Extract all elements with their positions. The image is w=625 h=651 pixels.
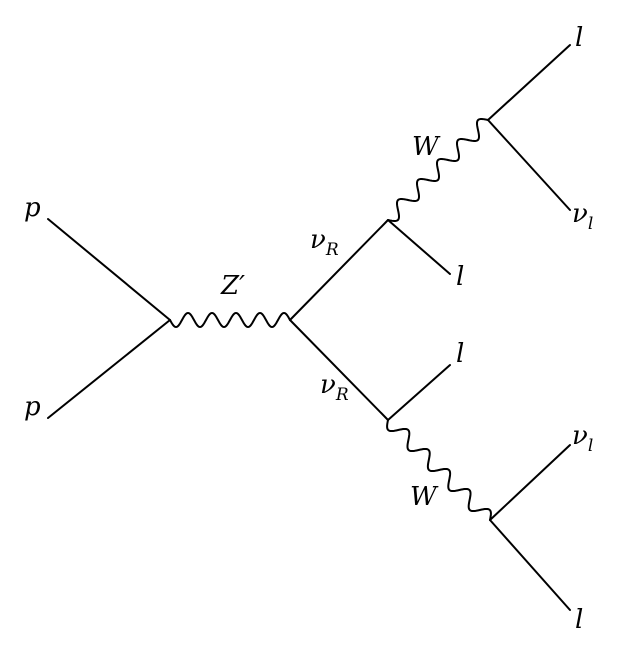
nu-r-lower-symbol: ν (320, 370, 336, 400)
zprime-propagator (169, 312, 291, 328)
nu-r-upper-label: νR (310, 225, 339, 260)
neutrino-upper-right-label: νl (572, 199, 593, 234)
neutrino-upper-right-symbol: ν (572, 199, 588, 229)
incoming-proton-bottom-line (47, 319, 171, 419)
w-upper-propagator (387, 117, 489, 223)
neutrino-lower-right-line (489, 444, 571, 521)
neutrino-upper-right-subscript: l (588, 214, 593, 234)
lepton-bottom-right-line (489, 519, 571, 611)
lepton-lower-middle-label: l (456, 339, 464, 369)
w-lower-propagator (386, 419, 492, 521)
proton-top-label: p (24, 193, 41, 223)
lepton-top-right-line (487, 44, 571, 121)
nu-r-lower-label: νR (320, 370, 349, 405)
nu-r-lower-line (289, 319, 389, 421)
lepton-bottom-right-label: l (575, 605, 583, 635)
nu-r-upper-subscript: R (325, 240, 339, 260)
incoming-proton-top-line (47, 218, 171, 321)
zprime-label: Z′ (220, 271, 245, 301)
neutrino-lower-right-symbol: ν (572, 421, 588, 451)
nu-r-upper-symbol: ν (310, 225, 326, 255)
nu-r-lower-subscript: R (335, 385, 349, 405)
neutrino-upper-right-line (487, 119, 571, 211)
lepton-upper-middle-line (387, 219, 451, 275)
lepton-upper-middle-label: l (456, 262, 464, 292)
neutrino-lower-right-label: νl (572, 421, 593, 456)
lepton-lower-middle-line (387, 364, 451, 421)
proton-bottom-label: p (24, 392, 41, 422)
neutrino-lower-right-subscript: l (588, 436, 593, 456)
w-upper-label: W (412, 132, 441, 162)
w-lower-label: W (410, 482, 439, 512)
lepton-top-right-label: l (575, 23, 583, 53)
nu-r-upper-line (289, 219, 389, 321)
